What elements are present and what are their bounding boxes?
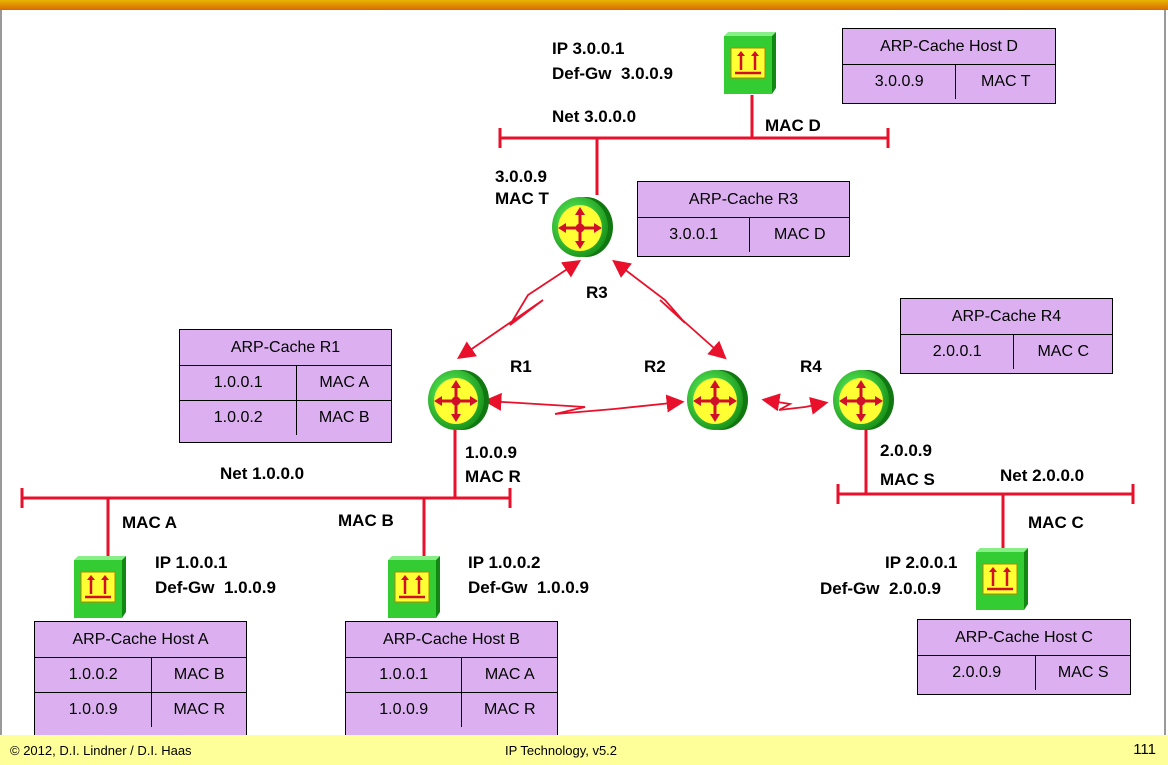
footer-course: IP Technology, v5.2: [505, 743, 618, 758]
cache-row: 1.0.0.9 MAC R: [35, 693, 246, 727]
host-d-icon: [724, 32, 776, 94]
cache-title: ARP-Cache Host A: [35, 622, 246, 658]
router-r3: [552, 197, 613, 257]
arp-cache-host-b: ARP-Cache Host B 1.0.0.1 MAC A 1.0.0.9 M…: [345, 621, 558, 736]
host-b-icon: [388, 556, 440, 618]
host-a-mac: MAC A: [122, 513, 178, 532]
cache-mac: MAC D: [773, 226, 826, 243]
r1-mac: MAC R: [465, 467, 521, 486]
cache-ip: 1.0.0.9: [35, 693, 153, 727]
cache-row: 1.0.0.1 MAC A: [346, 658, 557, 693]
cache-ip: 1.0.0.2: [180, 401, 298, 435]
cache-mac: MAC B: [318, 409, 370, 426]
arp-cache-host-a: ARP-Cache Host A 1.0.0.2 MAC B 1.0.0.9 M…: [34, 621, 247, 736]
net1-segment: [20, 425, 512, 556]
host-d-gateway: Def-Gw 3.0.0.9: [552, 64, 673, 83]
cache-ip: 2.0.0.1: [901, 335, 1015, 369]
host-d-mac: MAC D: [765, 116, 821, 135]
cache-row: 1.0.0.2 MAC B: [35, 658, 246, 693]
cache-row: 1.0.0.1 MAC A: [180, 366, 391, 401]
host-b-ip: IP 1.0.0.2: [468, 553, 541, 572]
cache-mac: MAC A: [484, 666, 535, 683]
arp-cache-host-c: ARP-Cache Host C 2.0.0.9 MAC S: [917, 619, 1131, 695]
router-r1: [428, 370, 489, 430]
cache-ip: 3.0.0.1: [638, 218, 751, 252]
host-c-mac: MAC C: [1028, 513, 1084, 532]
net3-label: Net 3.0.0.0: [552, 107, 637, 126]
net1-label: Net 1.0.0.0: [220, 464, 305, 483]
cache-title: ARP-Cache R4: [901, 299, 1112, 335]
cache-ip: 3.0.0.9: [843, 65, 957, 99]
cache-row: 1.0.0.9 MAC R: [346, 693, 557, 727]
cache-mac: MAC B: [173, 666, 225, 683]
r4-mac: MAC S: [880, 470, 935, 489]
r4-ip: 2.0.0.9: [880, 441, 932, 460]
host-b-gateway: Def-Gw 1.0.0.9: [468, 578, 589, 597]
host-d-ip: IP 3.0.0.1: [552, 39, 625, 58]
cache-mac: MAC T: [980, 73, 1031, 90]
router-r3-label: R3: [586, 283, 608, 302]
router-r1-label: R1: [510, 357, 532, 376]
footer: © 2012, D.I. Lindner / D.I. Haas IP Tech…: [0, 735, 1168, 765]
cache-ip: 1.0.0.1: [180, 366, 298, 400]
cache-mac: MAC A: [319, 374, 370, 391]
cache-row: 3.0.0.9 MAC T: [843, 65, 1055, 99]
arp-cache-r1: ARP-Cache R1 1.0.0.1 MAC A 1.0.0.2 MAC B: [179, 329, 392, 443]
r3-ip: 3.0.0.9: [495, 167, 547, 186]
cache-ip: 1.0.0.9: [346, 693, 463, 727]
net3-segment: [498, 95, 890, 195]
cache-mac: MAC R: [483, 701, 536, 718]
arp-cache-r4: ARP-Cache R4 2.0.0.1 MAC C: [900, 298, 1113, 374]
link-r3-r2: [612, 259, 727, 360]
slide-frame: [0, 10, 1166, 735]
cache-row: 2.0.0.1 MAC C: [901, 335, 1112, 369]
cache-mac: MAC S: [1057, 664, 1109, 681]
net2-segment: [836, 425, 1135, 556]
host-c-icon: [976, 548, 1028, 610]
host-a-ip: IP 1.0.0.1: [155, 553, 228, 572]
host-c-gateway: Def-Gw 2.0.0.9: [820, 579, 941, 598]
r3-mac: MAC T: [495, 189, 549, 208]
router-r2-label: R2: [644, 357, 666, 376]
cache-mac: MAC C: [1037, 343, 1090, 360]
cache-title: ARP-Cache R1: [180, 330, 391, 366]
footer-copyright: © 2012, D.I. Lindner / D.I. Haas: [10, 743, 192, 758]
title-bar: [0, 0, 1168, 10]
router-r2: [687, 370, 748, 430]
host-c-ip: IP 2.0.0.1: [885, 553, 958, 572]
arp-cache-r3: ARP-Cache R3 3.0.0.1 MAC D: [637, 181, 850, 257]
arp-cache-host-d: ARP-Cache Host D 3.0.0.9 MAC T: [842, 28, 1056, 104]
cache-row: 3.0.0.1 MAC D: [638, 218, 849, 252]
link-r1-r2: [483, 392, 685, 415]
cache-mac: MAC R: [173, 701, 225, 718]
link-r2-r4: [761, 393, 829, 415]
cache-title: ARP-Cache Host C: [918, 620, 1130, 656]
cache-title: ARP-Cache R3: [638, 182, 849, 218]
cache-title: ARP-Cache Host B: [346, 622, 557, 658]
cache-title: ARP-Cache Host D: [843, 29, 1055, 65]
link-r3-r1: [457, 260, 582, 360]
host-a-icon: [74, 556, 126, 618]
net2-label: Net 2.0.0.0: [1000, 466, 1085, 485]
cache-ip: 2.0.0.9: [918, 656, 1037, 690]
router-r4-label: R4: [800, 357, 822, 376]
cache-row: 2.0.0.9 MAC S: [918, 656, 1130, 690]
r1-ip: 1.0.0.9: [465, 443, 517, 462]
host-b-mac: MAC B: [338, 511, 394, 530]
host-a-gateway: Def-Gw 1.0.0.9: [155, 578, 276, 597]
cache-ip: 1.0.0.2: [35, 658, 153, 692]
page-number: 111: [1133, 741, 1156, 758]
cache-row: 1.0.0.2 MAC B: [180, 401, 391, 435]
cache-ip: 1.0.0.1: [346, 658, 463, 692]
router-r4: [833, 370, 894, 430]
